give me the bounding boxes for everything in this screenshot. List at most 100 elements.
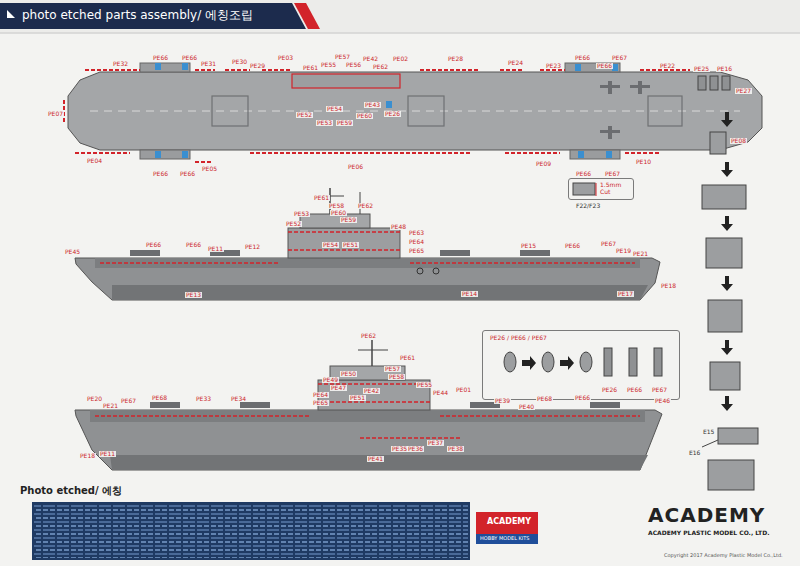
- sub-assembly-steps: [698, 76, 758, 490]
- callout-number: PE29: [249, 63, 266, 69]
- callout-number: PE41: [367, 456, 384, 462]
- callout-number: PE23: [545, 63, 562, 69]
- callout-number: PE64: [408, 239, 425, 245]
- detail-parts-shape: [604, 348, 612, 376]
- sub-assembly-steps-shape: [721, 276, 733, 291]
- callout-number: PE68: [151, 395, 168, 401]
- top-view-carrier-shape: [575, 64, 581, 71]
- callout-number: PE64: [312, 392, 329, 398]
- callout-number: PE10: [635, 159, 652, 165]
- sub-assembly-steps-shape: [698, 76, 706, 90]
- port-side-view-shape: [358, 350, 388, 351]
- top-view-carrier-shape: [408, 96, 444, 126]
- header-bar-shape: [0, 3, 306, 29]
- top-view-carrier-shape-shape: [195, 69, 215, 71]
- callout-number: E15: [702, 429, 715, 435]
- sub-assembly-steps-shape: [710, 76, 718, 90]
- sub-assembly-steps-shape: [710, 132, 726, 154]
- top-view-carrier-shape-shape: [195, 161, 212, 163]
- starboard-side-view-shape: [95, 258, 640, 268]
- header-bar-shape: [294, 3, 320, 29]
- port-side-view-shape: [110, 455, 648, 470]
- sub-assembly-steps-shape: [721, 112, 733, 127]
- callout-number: E16: [688, 450, 701, 456]
- sub-assembly-steps-shape: [721, 216, 733, 231]
- port-side-view-shape-shape: [95, 415, 310, 417]
- port-side-view-shape: [150, 402, 180, 408]
- detail-parts-shape: [654, 348, 662, 376]
- port-side-view-shape-shape: [360, 437, 460, 439]
- photo-etch-fret-shape: [32, 502, 470, 560]
- academy-logo-box-shape: [476, 512, 538, 534]
- starboard-side-view-shape-shape: [288, 231, 400, 233]
- callout-number: PE52: [285, 221, 302, 227]
- callout-number: PE61: [302, 65, 319, 71]
- top-view-carrier-shape: [648, 96, 682, 126]
- callout-number: PE65: [408, 248, 425, 254]
- top-view-carrier-shape: [600, 126, 620, 139]
- callout-number: PE53: [293, 211, 310, 217]
- callout-number: PE62: [372, 64, 389, 70]
- callout-number: PE62: [360, 333, 377, 339]
- top-view-carrier-shape: [600, 81, 620, 94]
- top-view-carrier-shape: [386, 101, 392, 108]
- callout-number: PE66: [596, 63, 613, 69]
- academy-logo-box: [476, 512, 538, 544]
- sub-assembly-steps-shape: [718, 428, 758, 444]
- part-number: PE66: [626, 387, 643, 394]
- callout-number: PE27: [735, 88, 752, 94]
- callout-number: PE21: [632, 251, 649, 257]
- callout-number: PE36: [407, 446, 424, 452]
- top-view-carrier-shape: [570, 150, 620, 159]
- top-view-carrier-shape: [90, 111, 740, 112]
- section-heading: Photo etched/ 에칭: [20, 486, 122, 496]
- port-side-view-shape: [95, 384, 640, 438]
- callout-number: PE66: [564, 243, 581, 249]
- top-view-carrier-shape-shape: [625, 152, 660, 154]
- detail-parts-shape: [542, 352, 554, 372]
- callout-number: PE66: [575, 171, 592, 177]
- starboard-side-view-shape: [112, 285, 648, 300]
- sub-assembly-steps-shape: [710, 362, 740, 390]
- header-bar: [0, 0, 800, 34]
- callout-number: PE46: [654, 398, 671, 404]
- top-view-carrier-shape: [155, 151, 161, 158]
- top-view-carrier-shape-shape: [540, 69, 565, 71]
- callout-number: PE25: [693, 66, 710, 72]
- callout-number: PE62: [357, 203, 374, 209]
- callout-number: PE54: [322, 242, 339, 248]
- port-side-view-shape: [318, 380, 430, 410]
- top-view-carrier-shape: [578, 151, 584, 158]
- callout-number: PE65: [312, 400, 329, 406]
- callout-number: PE03: [277, 55, 294, 61]
- callout-number: PE66: [145, 242, 162, 248]
- top-view-carrier-shape: [140, 150, 190, 159]
- sub-assembly-steps-shape: [708, 460, 754, 490]
- callout-number: PE57: [384, 366, 401, 372]
- sub-assembly-steps-shape: [721, 340, 733, 355]
- top-view-carrier-shape: [565, 63, 620, 72]
- port-side-view-shape: [90, 410, 645, 422]
- callout-number: PE58: [388, 374, 405, 380]
- callout-number: PE14: [461, 291, 478, 297]
- top-view-carrier-shape-shape: [640, 69, 690, 71]
- callout-number: PE18: [79, 453, 96, 459]
- top-view-carrier-shape: [64, 70, 690, 162]
- callout-number: PE19: [615, 248, 632, 254]
- callout-number: PE67: [600, 241, 617, 247]
- callout-number: PE38: [447, 446, 464, 452]
- detail-parts: [504, 183, 662, 376]
- callout-number: PE09: [535, 161, 552, 167]
- callout-number: PE31: [200, 61, 217, 67]
- port-side-view-shape-shape: [318, 401, 430, 403]
- port-side-view-shape: [371, 340, 373, 366]
- top-view-carrier-shape-shape: [505, 152, 560, 154]
- callout-number: PE45: [64, 249, 81, 255]
- sub-assembly-steps-shape: [708, 300, 742, 332]
- port-side-view-shape: [330, 366, 405, 380]
- callout-number: PE05: [201, 166, 218, 172]
- starboard-side-view-shape-shape: [410, 262, 635, 264]
- copyright-note: Copyright 2017 Academy Plastic Model Co.…: [664, 553, 783, 558]
- port-side-view-shape: [590, 402, 620, 408]
